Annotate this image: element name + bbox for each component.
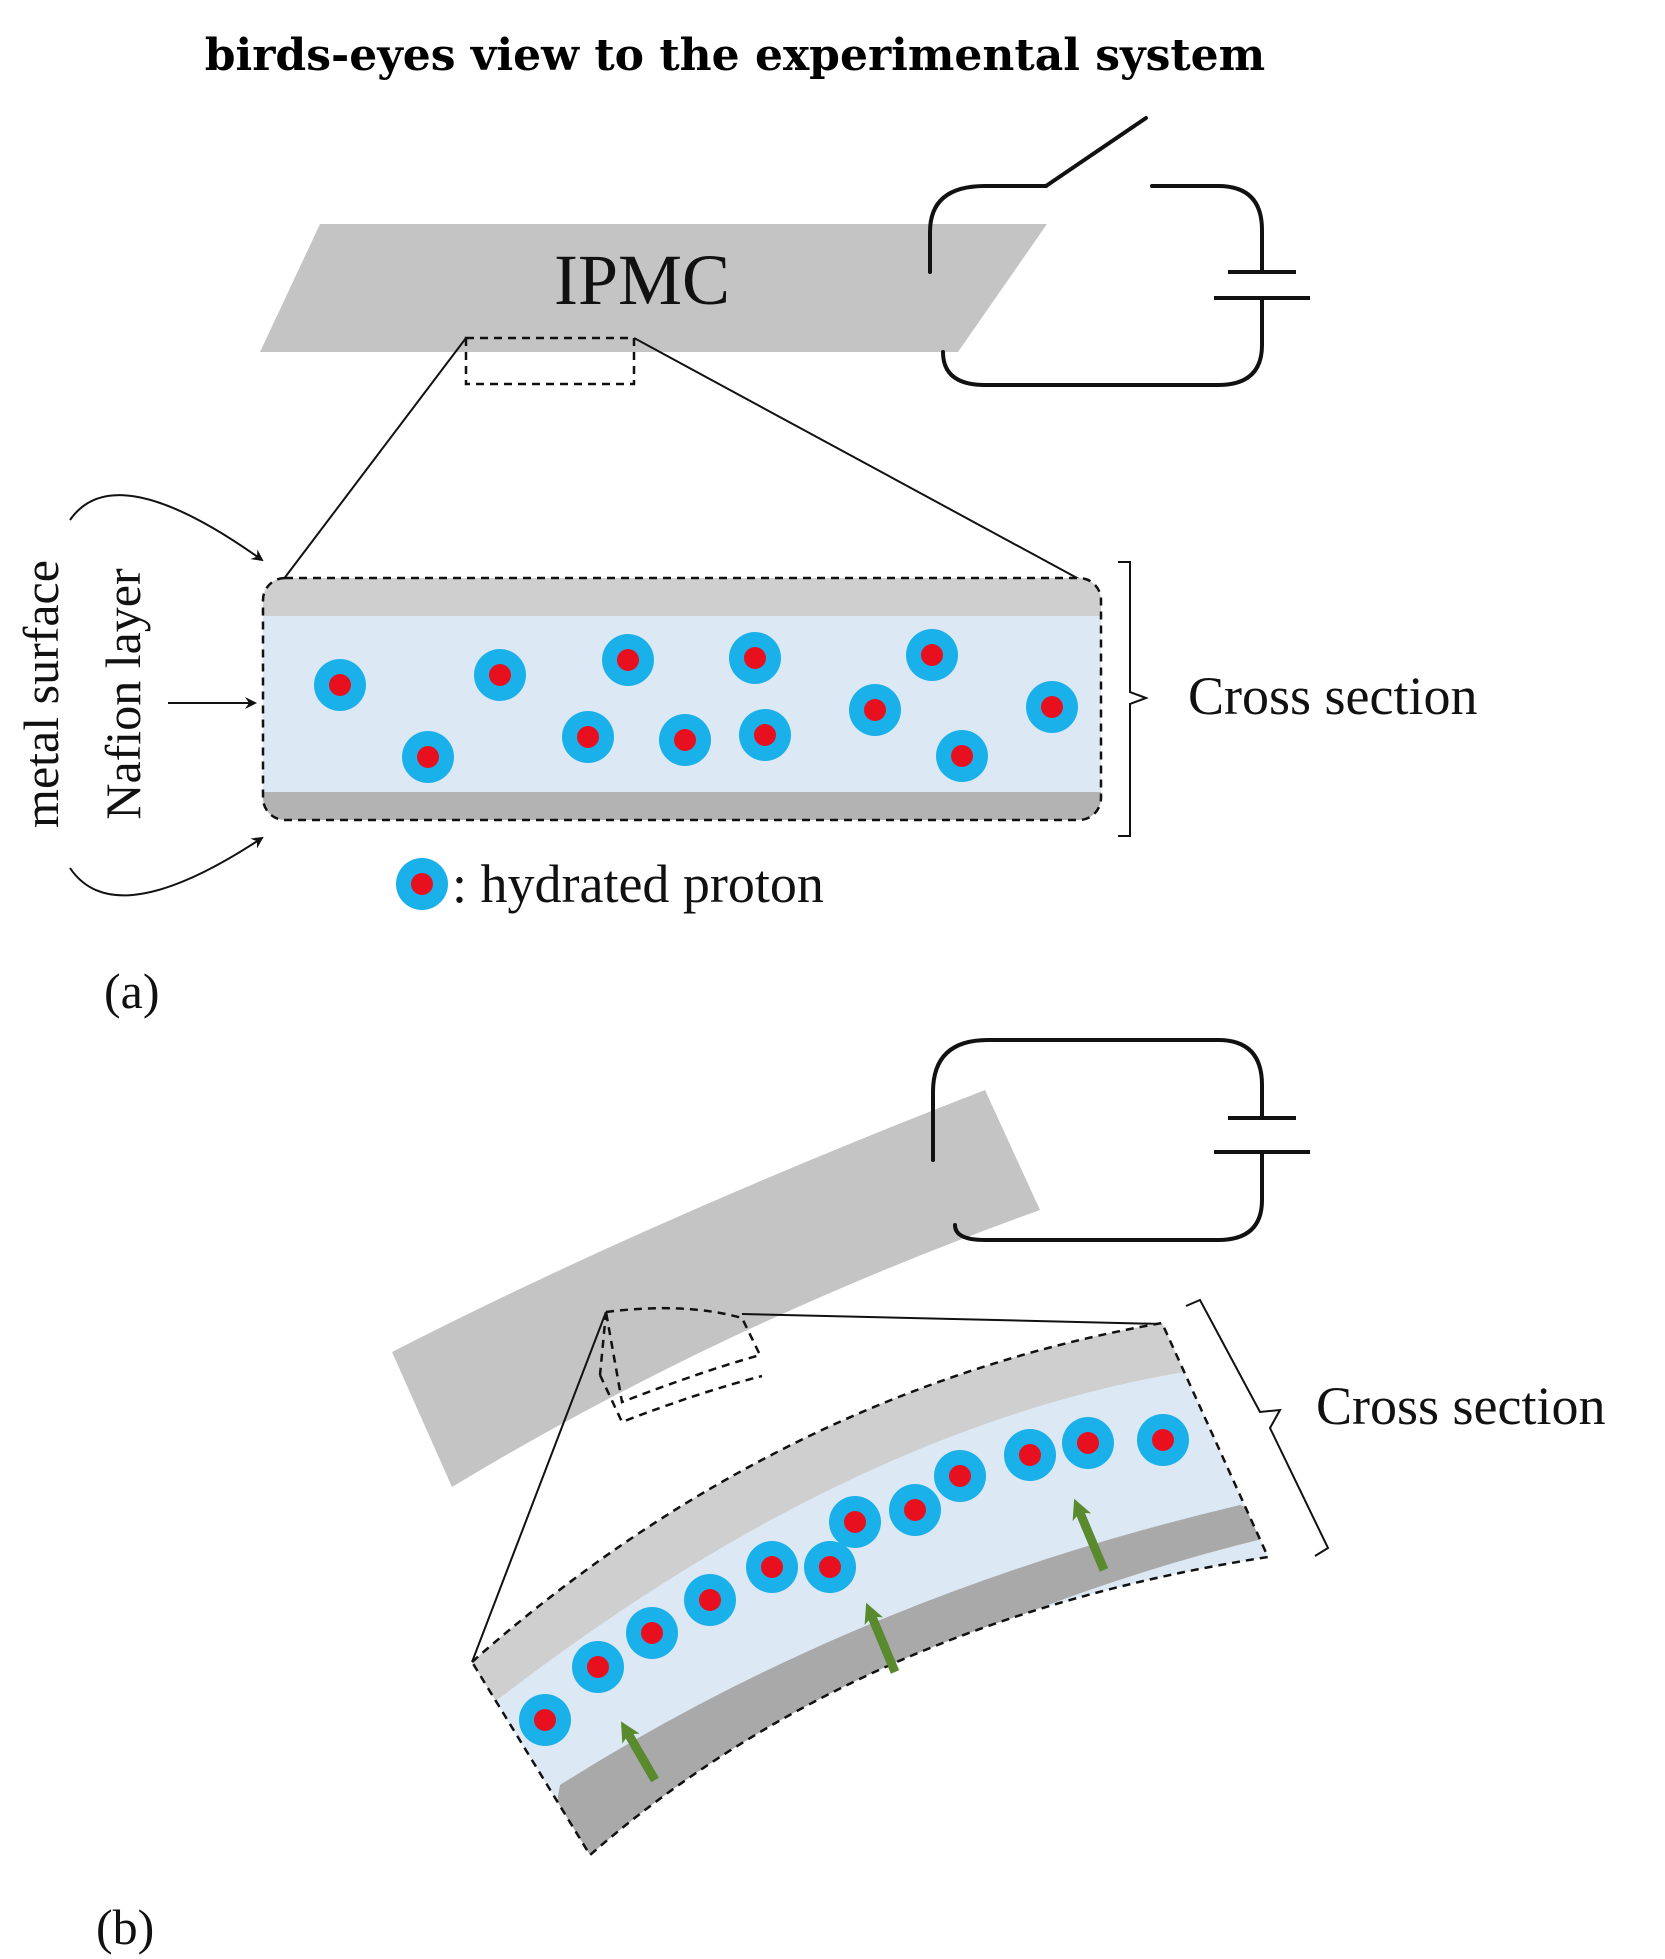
hydrated-proton-icon: [746, 1541, 798, 1593]
ipmc-strip: [260, 224, 1047, 352]
hydrated-proton-icon: [562, 711, 614, 763]
cross-section-bracket-b: [1185, 1298, 1330, 1557]
arrow-icon: [864, 1602, 900, 1674]
cross-section-bracket-a: [1118, 561, 1149, 837]
legend-label: : hydrated proton: [452, 854, 824, 914]
metal-surface-label: metal surface: [13, 560, 69, 828]
figure-title: birds-eyes view to the experimental syst…: [205, 30, 1265, 81]
legend: : hydrated proton: [396, 854, 824, 914]
arrow-icon: [1072, 1498, 1109, 1572]
zoom-region-a: [464, 336, 636, 386]
battery-symbol-icon: [1214, 1116, 1310, 1154]
hydrated-proton-icon: [474, 649, 526, 701]
hydrated-proton-icon: [849, 684, 901, 736]
hydrated-proton-icon: [889, 1484, 941, 1536]
switch-icon: [1044, 116, 1148, 188]
hydrated-proton-icon: [684, 1574, 736, 1626]
circuit-b: [931, 1038, 1310, 1242]
hydrated-protons-b: [519, 1414, 1189, 1746]
ipmc-strip-bent: [392, 1090, 1040, 1487]
hydrated-proton-icon: [572, 1641, 624, 1693]
panel-a: IPMC Cross sectio: [13, 116, 1478, 1019]
hydrated-proton-icon: [936, 730, 988, 782]
hydrated-proton-icon: [1004, 1429, 1056, 1481]
nafion-layer-label: Nafion layer: [95, 568, 151, 820]
battery-symbol-icon: [1214, 270, 1310, 300]
hydrated-proton-icon: [626, 1607, 678, 1659]
zoom-region-b: [598, 1306, 762, 1404]
hydrated-proton-icon: [402, 731, 454, 783]
hydrated-protons-a: [314, 629, 1078, 783]
hydrated-proton-icon: [1062, 1417, 1114, 1469]
cross-section-label-a: Cross section: [1188, 666, 1478, 726]
hydrated-proton-icon: [659, 714, 711, 766]
panel-label-a: (a): [104, 963, 160, 1019]
hydrated-proton-icon: [1137, 1414, 1189, 1466]
ipmc-label: IPMC: [554, 240, 730, 320]
cross-section-label-b: Cross section: [1316, 1376, 1606, 1436]
metal-surface-arrow-bottom: [69, 836, 264, 897]
hydrated-proton-icon: [519, 1694, 571, 1746]
hydrated-proton-icon: [739, 709, 791, 761]
hydrated-proton-icon: [1026, 681, 1078, 733]
cross-section-a: [261, 576, 1103, 822]
hydrated-proton-icon: [804, 1541, 856, 1593]
hydrated-proton-icon: [396, 858, 448, 910]
hydrated-proton-icon: [729, 632, 781, 684]
circuit-a: [928, 116, 1310, 387]
proton-migration-arrows: [620, 1498, 1109, 1783]
metal-surface-arrow-top: [69, 494, 264, 562]
hydrated-proton-icon: [602, 634, 654, 686]
panel-b: Cross section (b): [96, 1038, 1606, 1955]
hydrated-proton-icon: [314, 659, 366, 711]
hydrated-proton-icon: [934, 1450, 986, 1502]
hydrated-proton-icon: [906, 629, 958, 681]
arrow-icon: [620, 1721, 659, 1783]
hydrated-proton-icon: [829, 1496, 881, 1548]
panel-label-b: (b): [96, 1899, 154, 1955]
